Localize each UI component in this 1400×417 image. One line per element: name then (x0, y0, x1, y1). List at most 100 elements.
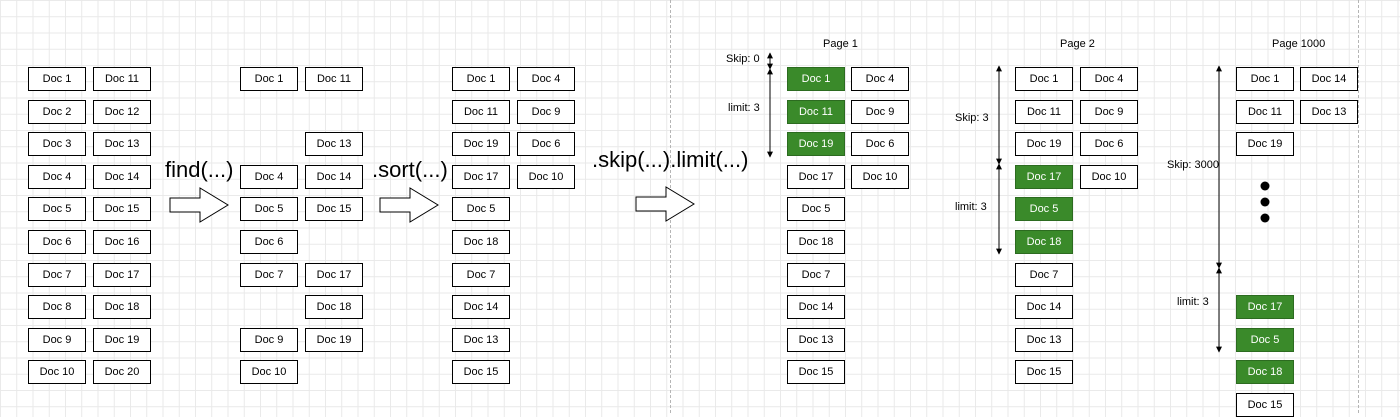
document-box: Doc 9 (28, 327, 86, 352)
page-title: Page 2 (1060, 38, 1095, 50)
limit-label: limit: 3 (955, 201, 987, 213)
document-box: Doc 7 (452, 262, 510, 287)
document-box: Doc 6 (28, 230, 86, 254)
document-box: Doc 5 (787, 197, 845, 222)
skip-limit-operation-label: .skip(...).limit(...) (592, 147, 749, 172)
document-box: Doc 10 (1080, 164, 1138, 189)
document-box: Doc 4 (1080, 67, 1138, 91)
document-box: Doc 6 (240, 230, 298, 254)
document-box: Doc 19 (305, 327, 363, 352)
document-box: Doc 9 (1080, 99, 1138, 124)
document-box: Doc 6 (1080, 132, 1138, 157)
document-box: Doc 15 (305, 197, 363, 222)
document-box: Doc 14 (452, 295, 510, 320)
document-box: Doc 2 (28, 99, 86, 124)
document-box: Doc 10 (240, 360, 298, 385)
document-box: Doc 13 (787, 327, 845, 352)
document-box: Doc 11 (452, 99, 510, 124)
selected-document-box: Doc 17 (1236, 295, 1294, 320)
document-box: Doc 16 (93, 230, 151, 254)
page-title: Page 1000 (1272, 38, 1326, 50)
document-box: Doc 4 (517, 67, 575, 91)
document-box: Doc 17 (452, 164, 510, 189)
find-operation-label: find(...) (165, 157, 234, 182)
document-box: Doc 4 (240, 164, 298, 189)
document-box: Doc 5 (28, 197, 86, 222)
limit-label: limit: 3 (1177, 296, 1209, 308)
document-box: Doc 13 (305, 132, 363, 157)
document-box: Doc 15 (93, 197, 151, 222)
document-box: Doc 19 (1015, 132, 1073, 157)
document-box: Doc 14 (305, 164, 363, 189)
divider-line (1358, 0, 1359, 413)
document-box: Doc 11 (93, 67, 151, 91)
document-box: Doc 11 (305, 67, 363, 91)
document-box: Doc 1 (28, 67, 86, 91)
document-box: Doc 7 (28, 262, 86, 287)
document-box: Doc 14 (1015, 295, 1073, 320)
selected-document-box: Doc 17 (1015, 164, 1073, 189)
document-box: Doc 3 (28, 132, 86, 157)
document-box: Doc 7 (1015, 262, 1073, 287)
document-box: Doc 4 (28, 164, 86, 189)
document-box: Doc 11 (1015, 99, 1073, 124)
document-box: Doc 13 (93, 132, 151, 157)
ellipsis-dot (1260, 213, 1270, 223)
selected-document-box: Doc 11 (787, 99, 845, 124)
selected-document-box: Doc 18 (1015, 230, 1073, 254)
document-box: Doc 13 (1300, 99, 1358, 124)
skip-label: Skip: 3000 (1167, 159, 1219, 171)
selected-document-box: Doc 5 (1236, 327, 1294, 352)
document-box: Doc 5 (240, 197, 298, 222)
selected-document-box: Doc 19 (787, 132, 845, 157)
document-box: Doc 17 (305, 262, 363, 287)
block-arrow-icon (379, 187, 439, 223)
document-box: Doc 14 (787, 295, 845, 320)
skip-label: Skip: 3 (955, 112, 989, 124)
document-box: Doc 7 (787, 262, 845, 287)
block-arrow-icon (635, 186, 695, 222)
document-box: Doc 20 (93, 360, 151, 385)
selected-document-box: Doc 5 (1015, 197, 1073, 222)
document-box: Doc 19 (93, 327, 151, 352)
ellipsis-dot (1260, 197, 1270, 207)
document-box: Doc 13 (452, 327, 510, 352)
document-box: Doc 9 (851, 99, 909, 124)
document-box: Doc 10 (517, 164, 575, 189)
document-box: Doc 8 (28, 295, 86, 320)
page-title: Page 1 (823, 38, 858, 50)
document-box: Doc 4 (851, 67, 909, 91)
document-box: Doc 18 (452, 230, 510, 254)
document-box: Doc 1 (1015, 67, 1073, 91)
document-box: Doc 6 (851, 132, 909, 157)
document-box: Doc 9 (240, 327, 298, 352)
document-box: Doc 9 (517, 99, 575, 124)
selected-document-box: Doc 18 (1236, 360, 1294, 385)
document-box: Doc 15 (1015, 360, 1073, 385)
document-box: Doc 19 (452, 132, 510, 157)
document-box: Doc 18 (305, 295, 363, 320)
document-box: Doc 18 (93, 295, 151, 320)
document-box: Doc 14 (1300, 67, 1358, 91)
document-box: Doc 17 (787, 164, 845, 189)
document-box: Doc 10 (851, 164, 909, 189)
document-box: Doc 12 (93, 99, 151, 124)
ellipsis-dot (1260, 181, 1270, 191)
document-box: Doc 13 (1015, 327, 1073, 352)
document-box: Doc 1 (240, 67, 298, 91)
document-box: Doc 14 (93, 164, 151, 189)
selected-document-box: Doc 1 (787, 67, 845, 91)
document-box: Doc 18 (787, 230, 845, 254)
document-box: Doc 19 (1236, 132, 1294, 157)
document-box: Doc 10 (28, 360, 86, 385)
sort-operation-label: .sort(...) (372, 157, 448, 182)
document-box: Doc 1 (452, 67, 510, 91)
document-box: Doc 15 (787, 360, 845, 385)
document-box: Doc 15 (452, 360, 510, 385)
document-box: Doc 11 (1236, 99, 1294, 124)
document-box: Doc 5 (452, 197, 510, 222)
document-box: Doc 17 (93, 262, 151, 287)
document-box: Doc 6 (517, 132, 575, 157)
